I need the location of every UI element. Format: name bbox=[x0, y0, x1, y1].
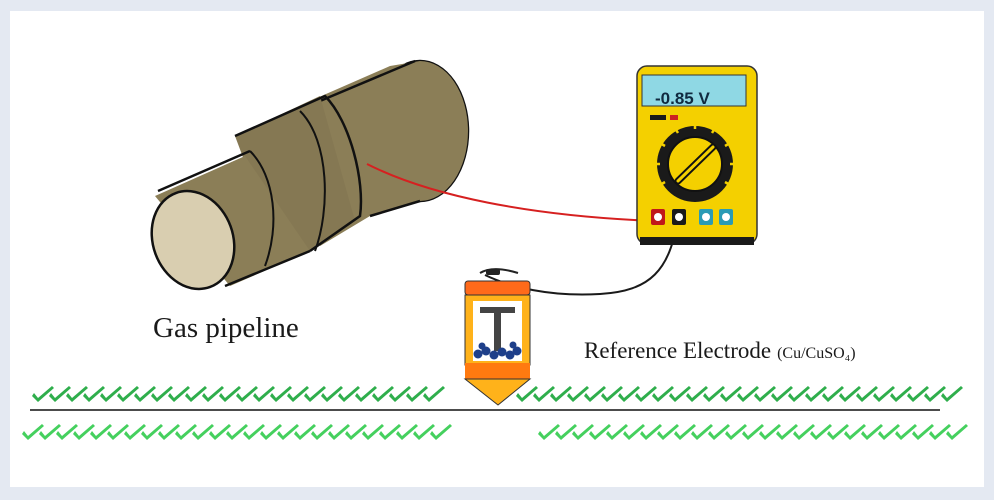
meter-display bbox=[641, 74, 747, 107]
electrode-label: Reference Electrode (Cu/CuSO₄) bbox=[584, 338, 856, 364]
pipeline-label: Gas pipeline bbox=[153, 312, 299, 344]
gas-pipeline bbox=[150, 59, 470, 291]
pipeline-measurement-diagram bbox=[22, 59, 968, 440]
red-test-lead bbox=[366, 163, 656, 222]
diagram-frame: -0.85 V Gas pipeline Reference Electrode… bbox=[10, 11, 984, 487]
reference-electrode bbox=[463, 268, 532, 406]
multimeter bbox=[636, 65, 758, 245]
pipe-end-cap bbox=[150, 189, 236, 291]
electrode-label-text: Reference Electrode bbox=[584, 338, 772, 363]
meter-reading: -0.85 V bbox=[655, 89, 710, 108]
electrode-formula: (Cu/CuSO₄) bbox=[777, 345, 856, 362]
